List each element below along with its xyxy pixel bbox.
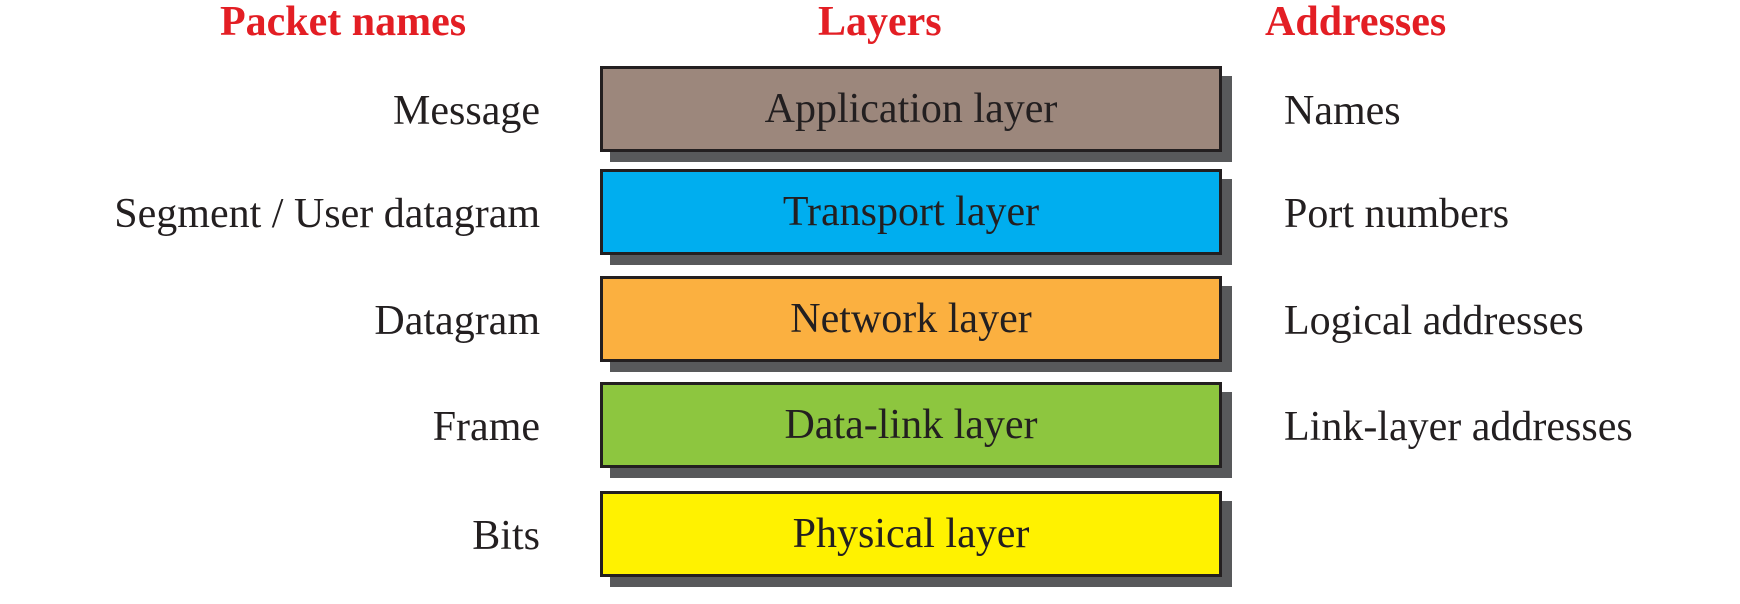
packet-name: Message — [393, 88, 540, 134]
packet-name: Datagram — [374, 298, 540, 344]
layer-box-network: Network layer — [600, 276, 1222, 362]
layer-row-transport: Segment / User datagram Transport layer … — [0, 169, 1740, 259]
heading-layers: Layers — [818, 0, 942, 45]
layer-row-network: Datagram Network layer Logical addresses — [0, 276, 1740, 366]
address-type: Link-layer addresses — [1284, 404, 1633, 450]
layer-row-physical: Bits Physical layer — [0, 491, 1740, 581]
layer-row-application: Message Application layer Names — [0, 66, 1740, 156]
address-type: Names — [1284, 88, 1401, 134]
layer-box-application: Application layer — [600, 66, 1222, 152]
packet-name: Frame — [432, 404, 540, 450]
heading-packet-names: Packet names — [220, 0, 467, 45]
packet-name: Segment / User datagram — [114, 191, 540, 237]
address-type: Logical addresses — [1284, 298, 1584, 344]
layer-box-data-link: Data-link layer — [600, 382, 1222, 468]
layer-box-transport: Transport layer — [600, 169, 1222, 255]
address-type: Port numbers — [1284, 191, 1510, 237]
layer-row-data-link: Frame Data-link layer Link-layer address… — [0, 382, 1740, 472]
packet-name: Bits — [472, 513, 540, 559]
layer-box-physical: Physical layer — [600, 491, 1222, 577]
heading-addresses: Addresses — [1265, 0, 1447, 45]
